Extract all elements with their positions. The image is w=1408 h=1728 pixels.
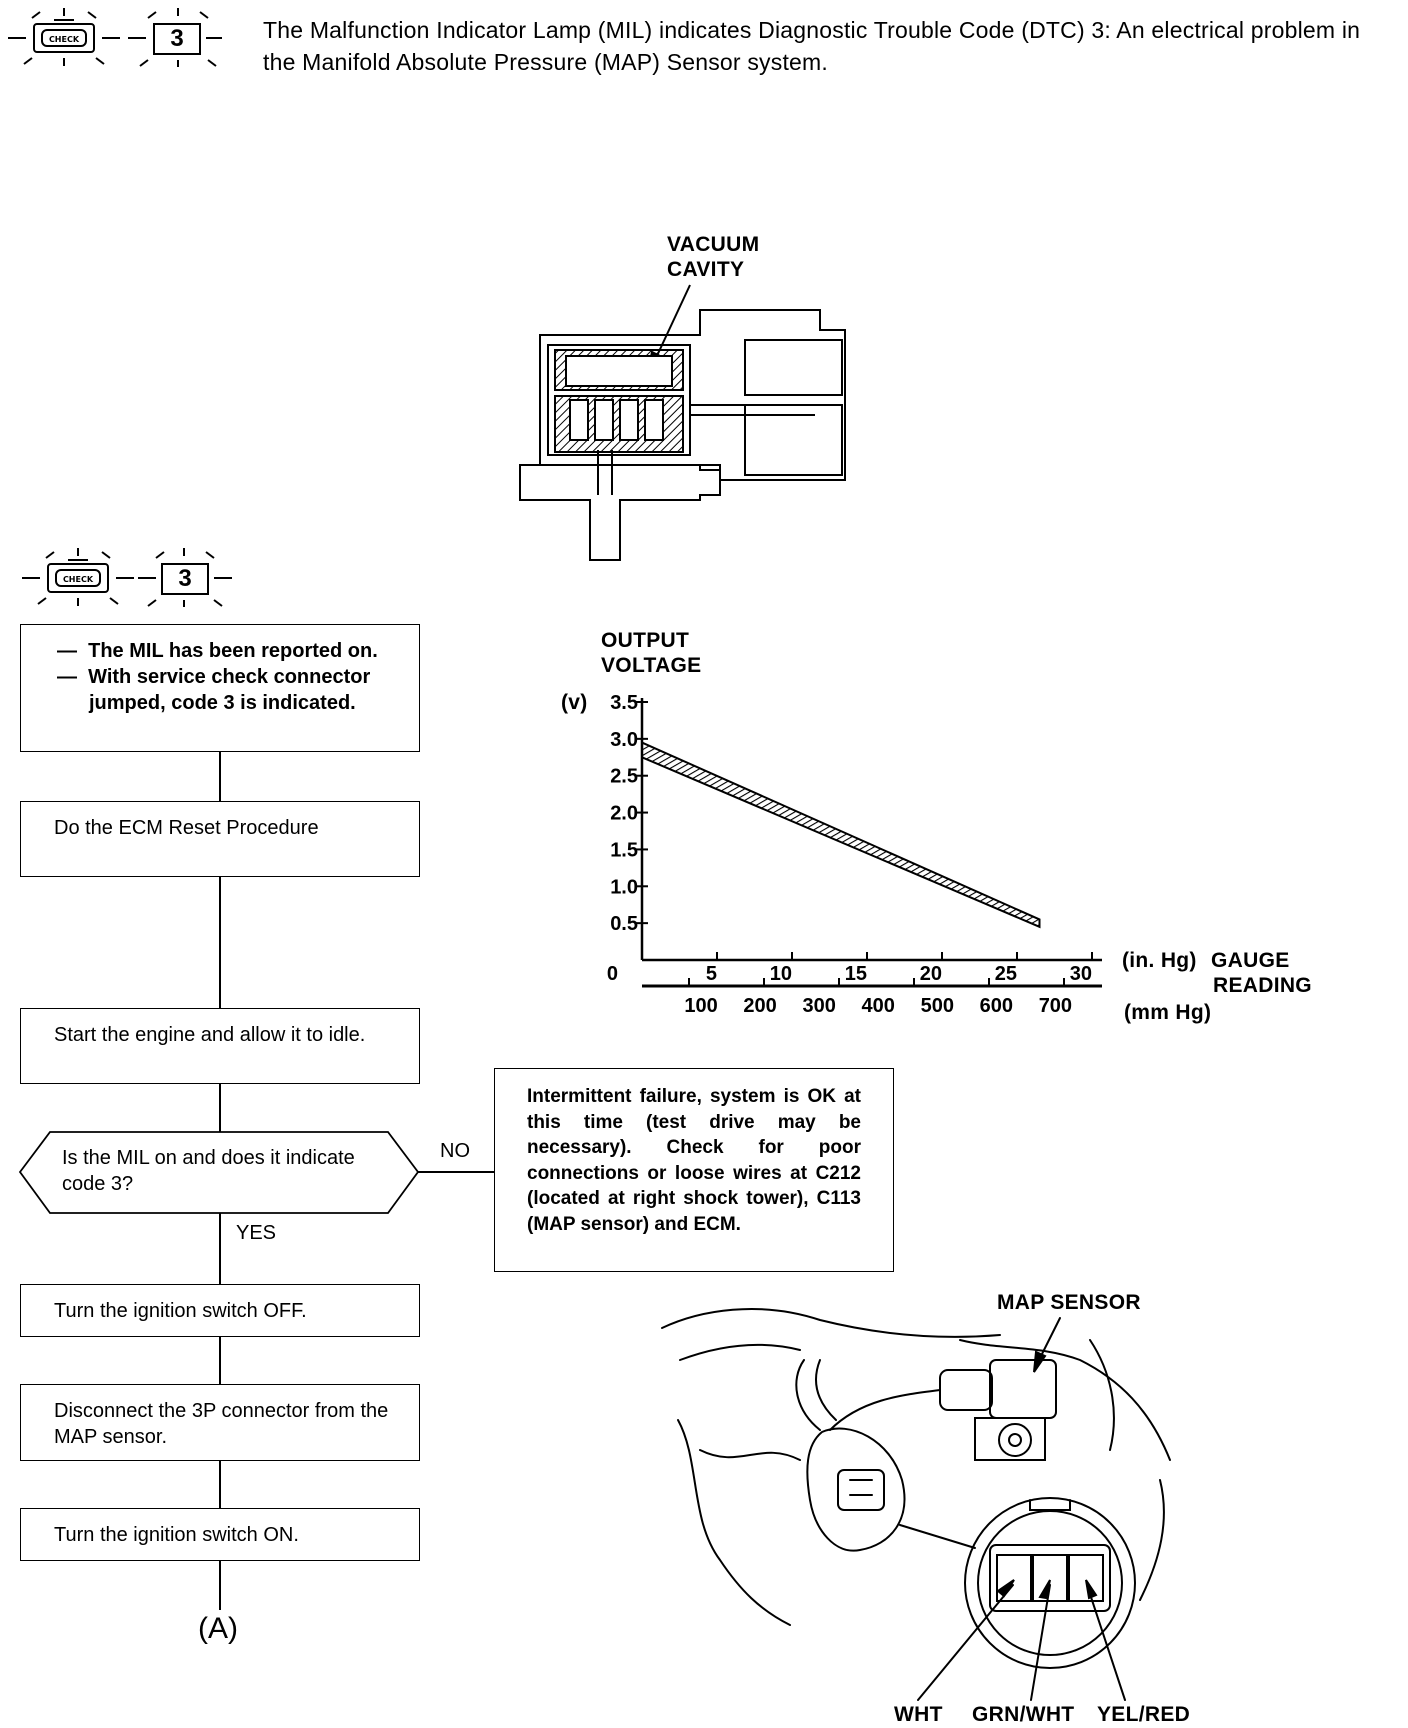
continue-marker: (A): [198, 1612, 238, 1645]
step-ecm-reset: Do the ECM Reset Procedure: [20, 801, 420, 877]
chart-xlabel-inhg-unit: (in. Hg): [1122, 949, 1197, 972]
wire-yel-red-label: YEL/RED: [1097, 1703, 1191, 1726]
dtc-code-box-icon: [128, 8, 222, 67]
step-start-engine: Start the engine and allow it to idle.: [20, 1008, 420, 1084]
y-tick-label: 2.0: [610, 803, 638, 825]
x-tick-label-inhg: 5: [706, 963, 717, 985]
y-tick-label: 0: [607, 963, 618, 985]
flow-code-number: 3: [178, 565, 192, 592]
svg-text:CHECK: CHECK: [63, 575, 94, 584]
no-label: NO: [440, 1140, 470, 1162]
flow-code-icon: 3: [132, 546, 242, 608]
x-tick-label-mmhg: 100: [684, 995, 717, 1017]
chart-ylabel: OUTPUT VOLTAGE: [601, 629, 702, 677]
x-tick-label-inhg: 25: [995, 963, 1017, 985]
x-tick-label-inhg: 15: [845, 963, 867, 985]
voltage-band: [641, 741, 1041, 929]
x-tick-label-inhg: 30: [1070, 963, 1092, 985]
dtc-code-box-icon: [138, 548, 232, 607]
intermittent-failure-box: Intermittent failure, system is OK at th…: [494, 1068, 894, 1272]
x-tick-label-mmhg: 300: [802, 995, 835, 1017]
x-tick-label-inhg: 10: [770, 963, 792, 985]
decision-text: Is the MIL on and does it indicate code …: [62, 1147, 355, 1195]
map-sensor-title: MAP SENSOR: [997, 1291, 1141, 1314]
yes-label: YES: [236, 1222, 277, 1244]
x-tick-label-mmhg: 400: [862, 995, 895, 1017]
x-tick-label-mmhg: 600: [980, 995, 1013, 1017]
x-tick-label-mmhg: 700: [1039, 995, 1072, 1017]
check-engine-lamp-icon: CHECK: [8, 8, 120, 66]
chart-yunit: (v): [561, 691, 588, 714]
y-tick-label: 2.5: [610, 766, 638, 788]
step-disconnect-connector: Disconnect the 3P connector from the MAP…: [20, 1384, 420, 1461]
y-tick-label: 1.5: [610, 839, 638, 861]
header-mil-icon: CHECK: [4, 6, 128, 68]
chart-xlabel-gauge: GAUGE READING: [1211, 949, 1312, 997]
y-tick-label: 3.5: [610, 692, 638, 714]
chart-xlabel-mmhg-unit: (mm Hg): [1124, 1001, 1212, 1024]
header-description: The Malfunction Indicator Lamp (MIL) ind…: [263, 17, 1361, 75]
y-tick-label: 1.0: [610, 876, 638, 898]
step-ignition-on: Turn the ignition switch ON.: [20, 1508, 420, 1561]
x-tick-label-mmhg: 200: [743, 995, 776, 1017]
x-tick-label-mmhg: 500: [921, 995, 954, 1017]
wire-grn-wht-label: GRN/WHT: [972, 1703, 1075, 1726]
check-engine-lamp-icon: CHECK: [22, 548, 134, 606]
y-tick-label: 3.0: [610, 729, 638, 751]
header-code-number: 3: [170, 25, 184, 52]
step-mil-reported: — The MIL has been reported on. — With s…: [20, 624, 420, 752]
x-tick-label-inhg: 20: [920, 963, 942, 985]
flow-mil-icon: CHECK: [18, 546, 142, 608]
header-code-icon: 3: [118, 6, 228, 68]
step-ignition-off: Turn the ignition switch OFF.: [20, 1284, 420, 1337]
y-tick-label: 0.5: [610, 913, 638, 935]
wire-wht-label: WHT: [894, 1703, 943, 1726]
svg-text:CHECK: CHECK: [49, 35, 80, 44]
vacuum-cavity-label: VACUUM CAVITY: [667, 233, 760, 281]
